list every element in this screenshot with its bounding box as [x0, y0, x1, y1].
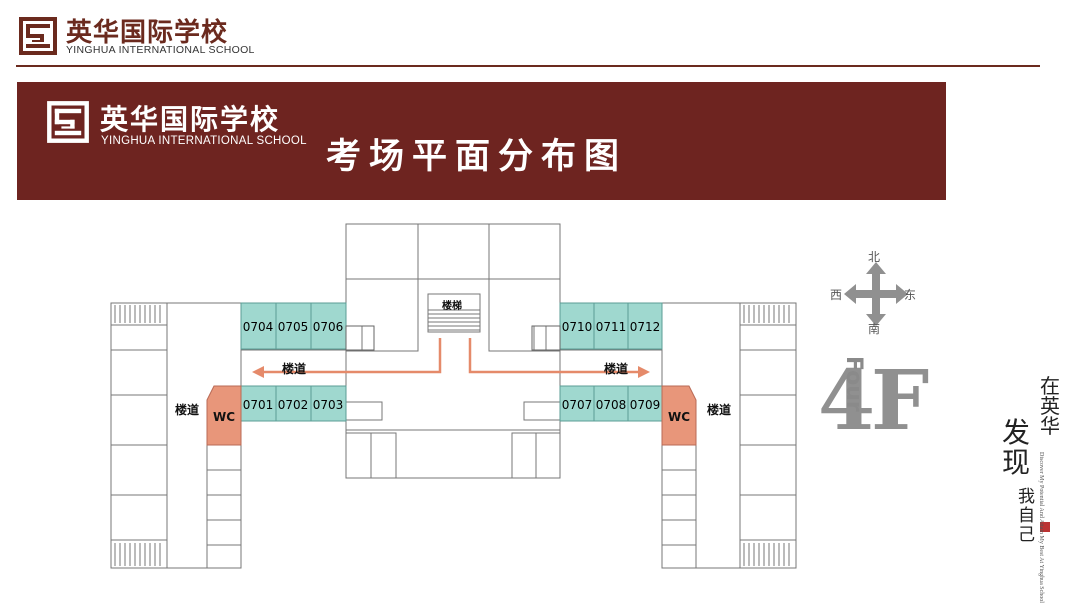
- room-0712: [627, 302, 663, 350]
- room-label-0706: 0706: [312, 320, 344, 334]
- slogan-line1: 在英华: [1040, 374, 1060, 438]
- school-logo: [19, 17, 57, 55]
- staircase: [427, 293, 481, 333]
- slogan-english: Discover My Potential And Attain My Best…: [1038, 452, 1044, 603]
- room-label-0708: 0708: [595, 398, 627, 412]
- header-school-name-en: YINGHUA INTERNATIONAL SCHOOL: [66, 44, 255, 56]
- floor-word: Four: [841, 356, 866, 412]
- header-divider: [16, 65, 1040, 67]
- room-0706: [310, 302, 347, 350]
- wc-label-right: WC: [667, 410, 691, 424]
- room-0709: [627, 385, 663, 422]
- room-label-0707: 0707: [561, 398, 593, 412]
- corridor-label-left: 楼道: [175, 403, 200, 417]
- room-0702: [275, 385, 312, 422]
- floor-number: 4F: [818, 353, 929, 449]
- banner-title: 考场平面分布图: [326, 137, 628, 177]
- banner-school-name: 英华国际学校: [100, 103, 281, 136]
- room-label-0710: 0710: [561, 320, 593, 334]
- arrow-left-icon: [262, 338, 442, 374]
- compass-north: 北: [868, 250, 881, 264]
- room-label-0701: 0701: [242, 398, 274, 412]
- floor-plan-drawing: [110, 223, 1050, 569]
- slogan-line2: 发现: [1002, 416, 1031, 479]
- compass-east: 东: [904, 288, 917, 302]
- room-label-0702: 0702: [277, 398, 309, 412]
- compass-south: 南: [868, 322, 881, 336]
- room-0707: [559, 385, 595, 422]
- seal-stamp: [1040, 522, 1050, 532]
- floor-plan: 楼梯 楼道 楼道 楼道 楼道 0704 0705 0706 0701 0702 …: [110, 223, 1050, 569]
- room-label-0712: 0712: [629, 320, 661, 334]
- corridor-label-right: 楼道: [707, 403, 732, 417]
- wc-left: [206, 385, 242, 446]
- room-label-0711: 0711: [595, 320, 627, 334]
- compass-icon: [844, 262, 908, 326]
- title-banner: [17, 82, 946, 200]
- room-label-0709: 0709: [629, 398, 661, 412]
- slogan-line3: 我自己: [1018, 487, 1035, 545]
- corridor-label-top-left: 楼道: [282, 362, 307, 376]
- room-0703: [310, 385, 347, 422]
- compass-west: 西: [830, 288, 843, 302]
- banner-logo: [47, 101, 89, 143]
- banner-school-name-en: YINGHUA INTERNATIONAL SCHOOL: [101, 135, 307, 147]
- room-label-0703: 0703: [312, 398, 344, 412]
- wc-right: [661, 385, 697, 446]
- room-0711: [593, 302, 629, 350]
- corridor-label-top-right: 楼道: [604, 362, 629, 376]
- room-0708: [593, 385, 629, 422]
- room-label-0705: 0705: [277, 320, 309, 334]
- stairs-label: 楼梯: [442, 301, 462, 312]
- room-label-0704: 0704: [242, 320, 274, 334]
- arrow-right-icon: [468, 338, 640, 374]
- room-0710: [559, 302, 595, 350]
- header-school-name: 英华国际学校: [66, 18, 229, 48]
- room-0704: [240, 302, 277, 350]
- wc-label-left: WC: [212, 410, 236, 424]
